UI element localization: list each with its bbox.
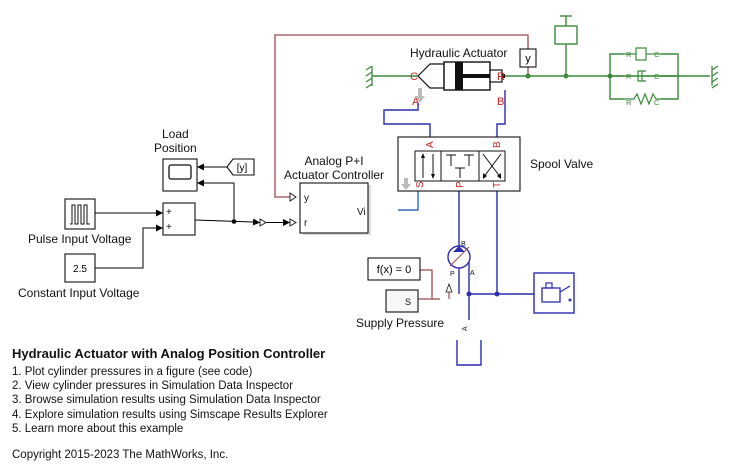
spool-valve-label: Spool Valve <box>530 157 594 171</box>
svg-text:A: A <box>470 270 475 277</box>
svg-text:A: A <box>412 96 420 108</box>
constant-input-label: Constant Input Voltage <box>18 286 140 300</box>
controller-label: Analog P+I Actuator Controller <box>284 154 385 182</box>
model-title: Hydraulic Actuator with Analog Position … <box>12 346 326 361</box>
step-browse-sdi[interactable]: 3. Browse simulation results using Simul… <box>12 394 321 407</box>
pulse-generator-block[interactable] <box>64 198 96 230</box>
hydraulic-actuator-label: Hydraulic Actuator <box>410 46 508 60</box>
svg-text:C: C <box>654 50 660 59</box>
svg-text:R: R <box>497 71 505 83</box>
step-plot-pressures[interactable]: 1. Plot cylinder pressures in a figure (… <box>12 366 253 378</box>
sum-signs: + + <box>166 207 172 233</box>
supply-pressure-port: S <box>405 297 411 307</box>
valve-port-labels: A B S P T <box>415 141 503 188</box>
svg-text:r: r <box>304 218 308 229</box>
actuator-port-labels: C R A B <box>410 71 505 108</box>
sum-block[interactable] <box>162 202 196 236</box>
hydraulic-fluid-block[interactable] <box>533 272 575 314</box>
step-learn-more[interactable]: 5. Learn more about this example <box>12 422 184 435</box>
friction-element[interactable] <box>624 47 660 61</box>
svg-text:B: B <box>497 96 504 108</box>
constant-block[interactable] <box>64 253 96 283</box>
step-view-sdi[interactable]: 2. View cylinder pressures in Simulation… <box>12 380 294 393</box>
svg-text:R: R <box>626 98 632 107</box>
copyright: Copyright 2015-2023 The MathWorks, Inc. <box>12 449 229 461</box>
load-position-label: Load Position <box>154 127 197 155</box>
svg-text:C: C <box>654 98 660 107</box>
svg-text:B: B <box>461 241 466 248</box>
from-y-label: [y] <box>237 163 248 174</box>
mass-block[interactable] <box>554 15 578 45</box>
steps-list: 1. Plot cylinder pressures in a figure (… <box>12 365 328 436</box>
flow-arrow-icon <box>415 88 425 103</box>
goto-y-block[interactable] <box>519 48 537 68</box>
svg-text:T: T <box>492 182 503 188</box>
spool-valve[interactable] <box>397 136 521 192</box>
svg-text:Vi: Vi <box>357 207 366 218</box>
valve-arrow-icon <box>401 178 411 190</box>
pulse-input-label: Pulse Input Voltage <box>28 232 132 246</box>
pump-port-labels: B P A <box>450 241 475 278</box>
supply-pressure-block[interactable] <box>385 289 419 313</box>
svg-text:B: B <box>492 141 503 148</box>
solver-config-label: f(x) = 0 <box>377 264 412 276</box>
hydraulic-actuator[interactable] <box>417 61 505 91</box>
right-ground-icon <box>711 65 719 89</box>
load-position-scope[interactable] <box>162 158 198 192</box>
damper-element[interactable] <box>624 70 660 82</box>
supply-pressure-label: Supply Pressure <box>356 316 445 330</box>
tank-icon[interactable] <box>456 340 482 366</box>
svg-text:R: R <box>626 50 632 59</box>
svg-text:P: P <box>455 181 466 188</box>
physical-signal-wires <box>274 34 529 300</box>
spring-element[interactable] <box>624 92 660 106</box>
from-y-block[interactable] <box>226 158 255 176</box>
svg-text:P: P <box>450 271 455 278</box>
controller-ports: y r Vi <box>304 193 366 229</box>
constant-value: 2.5 <box>73 264 87 275</box>
spring-port-labels: R C R C R C <box>626 50 660 107</box>
svg-text:+: + <box>166 222 172 233</box>
svg-text:C: C <box>654 72 660 81</box>
valve-supply-wire <box>398 190 419 211</box>
pump-icon[interactable] <box>447 240 471 280</box>
tank-port-label: A <box>462 326 469 331</box>
svg-text:+: + <box>166 207 172 218</box>
hydraulic-wires <box>383 90 540 320</box>
svg-text:y: y <box>304 193 309 204</box>
svg-text:A: A <box>425 141 436 148</box>
svg-text:C: C <box>410 71 418 83</box>
signal-wires <box>95 163 290 269</box>
pump-input-arrow-icon <box>445 282 453 293</box>
controller-subsystem[interactable] <box>299 182 371 235</box>
left-ground-icon <box>365 65 373 89</box>
svg-text:S: S <box>415 181 426 188</box>
svg-text:R: R <box>626 72 632 81</box>
step-explore-results[interactable]: 4. Explore simulation results using Sims… <box>12 408 328 421</box>
solver-config-block[interactable] <box>367 257 421 281</box>
goto-y-label: y <box>525 53 531 65</box>
